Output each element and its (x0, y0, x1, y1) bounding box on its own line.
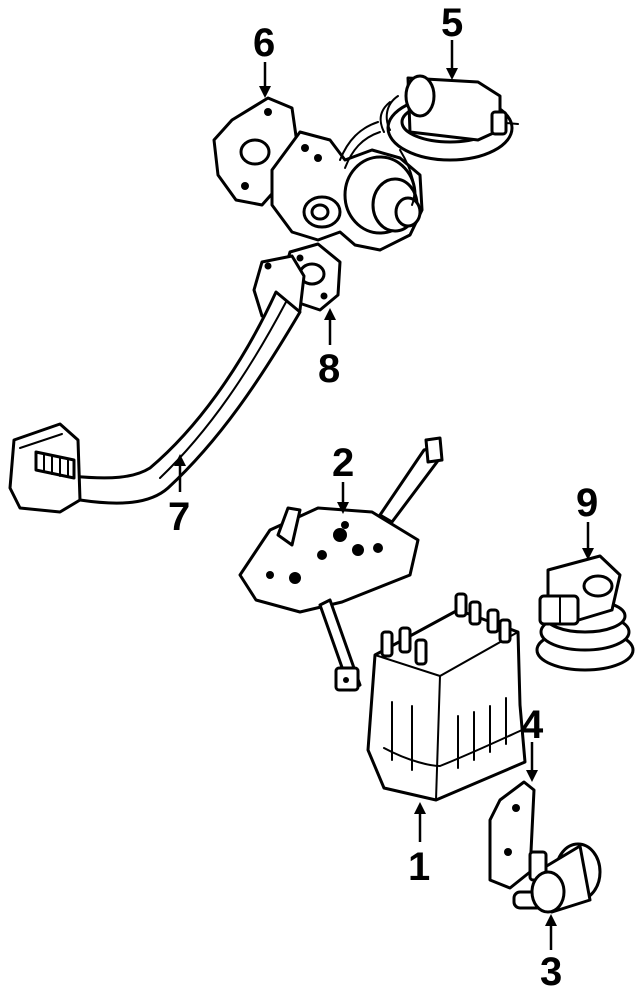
part-9-purge-valve (535, 554, 635, 672)
callout-5: 5 (441, 1, 463, 45)
part-4-bracket (488, 780, 536, 890)
part-3-valve (512, 842, 602, 914)
callout-8: 8 (318, 347, 340, 391)
callout-6: 6 (253, 21, 275, 65)
part-5-solenoid (379, 74, 519, 206)
callout-labels: 6 5 8 7 2 9 1 4 3 (168, 1, 598, 992)
callout-4: 4 (521, 703, 544, 747)
egr-valve (270, 121, 424, 252)
part-2-bracket (238, 436, 444, 692)
part-7-egr-tube (8, 290, 302, 514)
callout-1: 1 (408, 845, 430, 889)
callout-3: 3 (540, 950, 562, 992)
leader-lines (174, 40, 594, 950)
callout-9: 9 (576, 481, 598, 525)
part-1-canister (366, 592, 527, 802)
callout-7: 7 (168, 495, 190, 539)
callout-2: 2 (332, 441, 354, 485)
